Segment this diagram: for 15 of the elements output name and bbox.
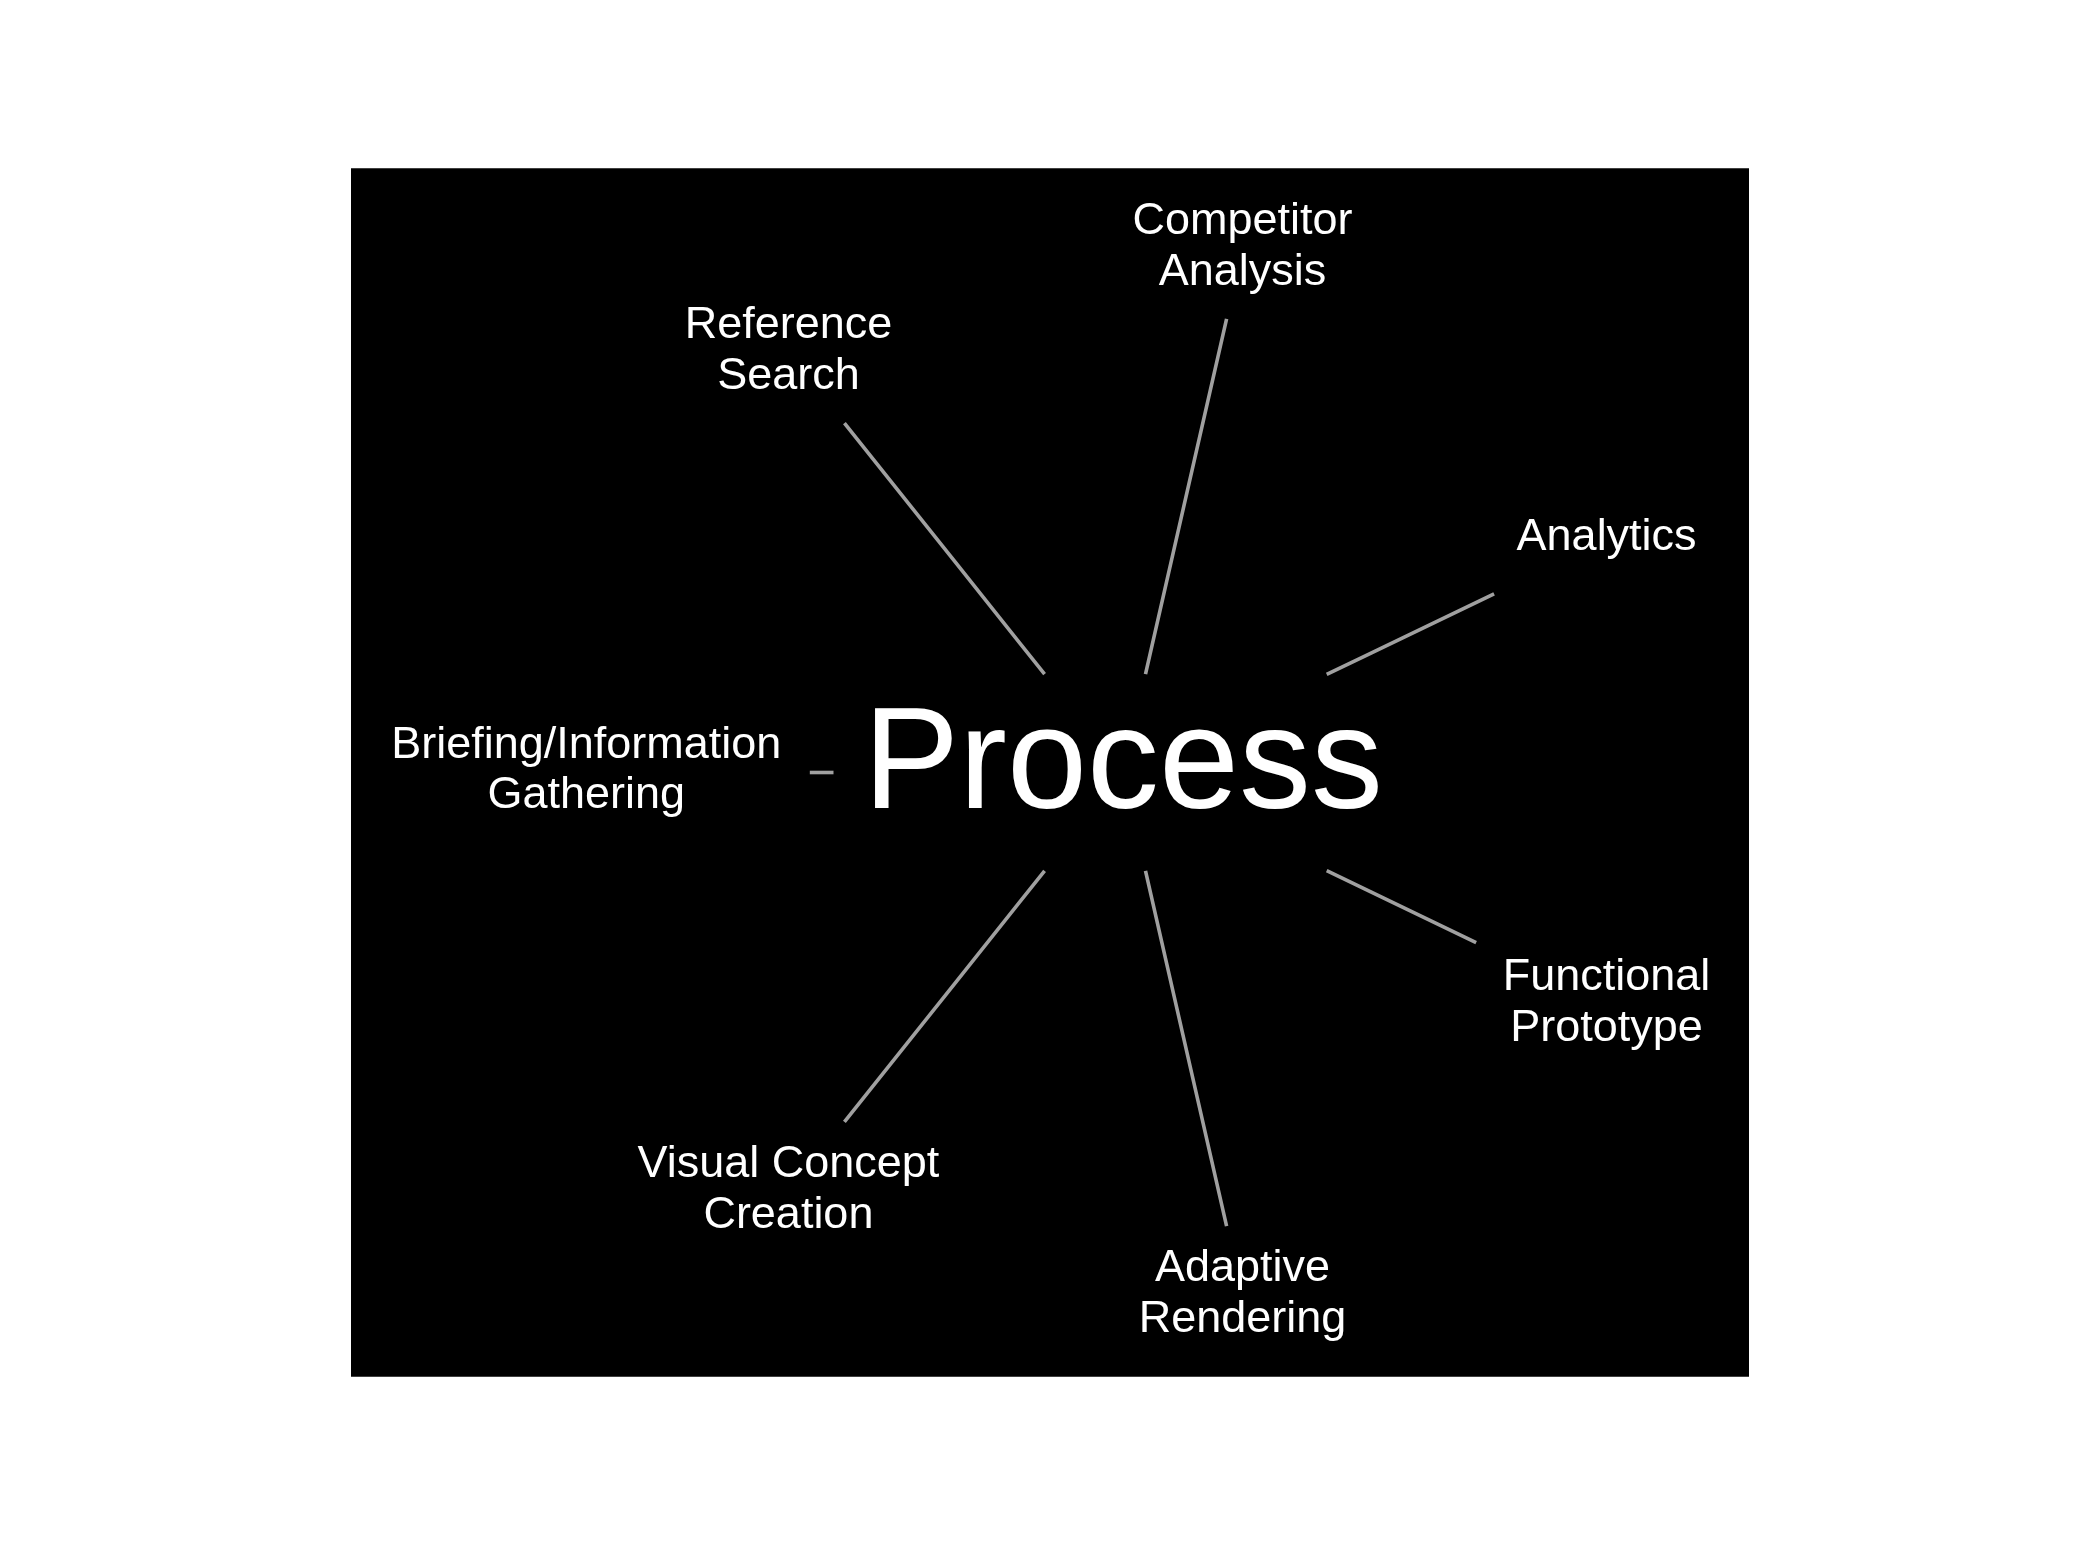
node-text: Functional Prototype [1502,948,1711,1051]
node-text: Reference Search [684,296,893,399]
connector [1325,868,1477,944]
node-text: Analytics [1516,508,1697,560]
connector [843,869,1046,1123]
connector [1325,591,1495,676]
node-text: Adaptive Rendering [1138,1239,1347,1342]
node-text: Process [863,677,1383,838]
connector [1143,870,1229,1227]
connector [1143,317,1229,674]
connector [809,770,834,774]
node-text: Briefing/Information Gathering [391,716,782,818]
node-text: Visual Concept Creation [637,1135,940,1238]
connector [843,421,1046,675]
node-text: Competitor Analysis [1132,192,1353,295]
